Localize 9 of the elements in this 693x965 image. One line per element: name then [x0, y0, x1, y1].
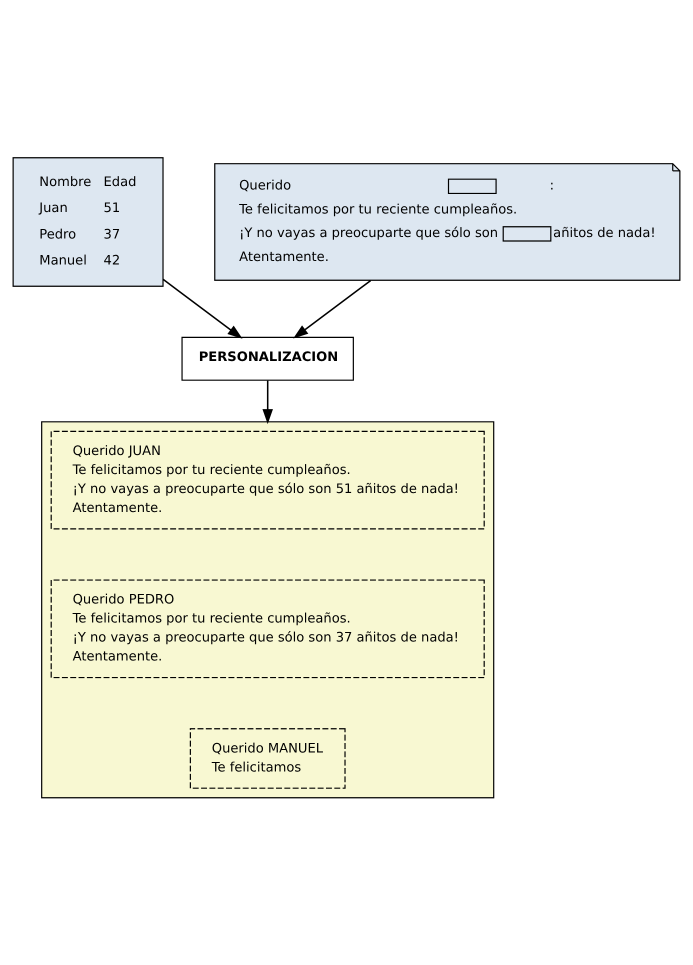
node-box: Querido PEDRO Te felicitamos por tu reciente cumpleaños. ¡Y no vayas a preocuparte que sólo son 37 añitos de nada! Atentamente.	[50, 579, 485, 678]
node-box: Querido MANUEL Te felicitamos	[190, 728, 346, 789]
arrow	[162, 278, 243, 339]
node-box: PERSONALIZACION	[181, 336, 354, 381]
node-box: Nombre Edad Juan 51 Pedro 37 Manuel 42	[12, 157, 164, 287]
arrow	[293, 280, 372, 339]
cluster	[41, 421, 494, 798]
node-box: Querido JUAN Te felicitamos por tu reciente cumpleaños. ¡Y no vayas a preocuparte que sólo son 51 añitos de nada! Atentamente.	[50, 430, 485, 530]
arrow	[262, 380, 273, 424]
